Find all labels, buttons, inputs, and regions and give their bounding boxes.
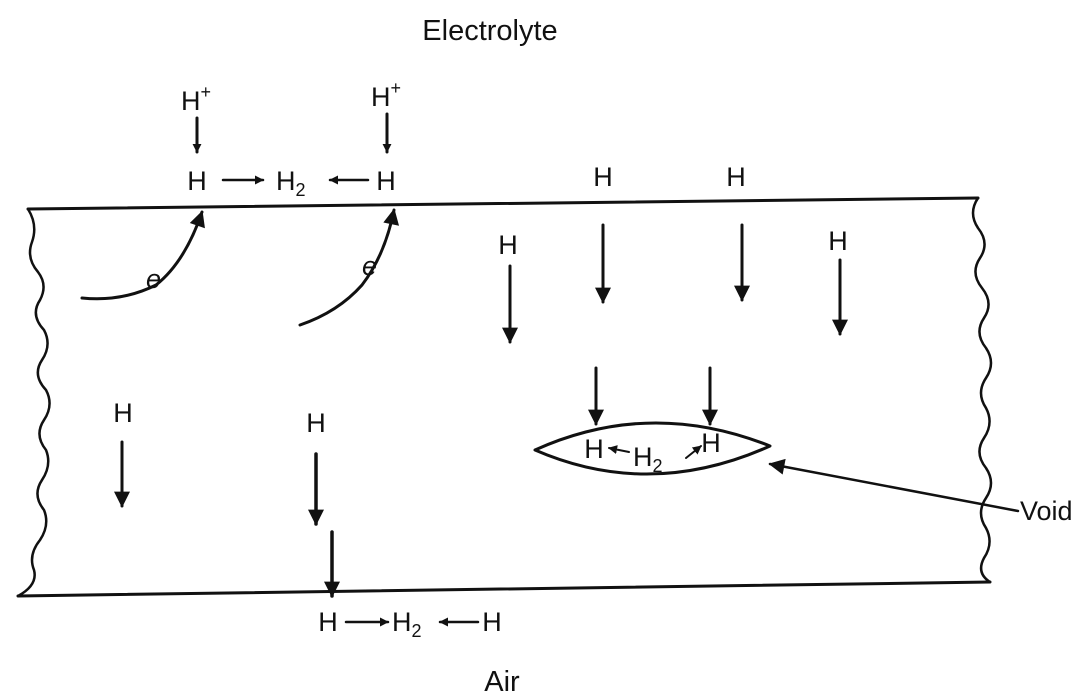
metal-membrane — [16, 196, 993, 598]
surface-recombination-bottom: H H2 H — [318, 607, 502, 641]
h-atom: H — [482, 607, 502, 637]
h-atom: H — [187, 166, 207, 196]
electron-path-right-curve — [298, 208, 400, 327]
diffusing-h-1: H — [498, 230, 518, 260]
electron-left-label: e — [146, 264, 161, 294]
void-arrow-in-left — [608, 445, 630, 455]
surface-h-2: H — [726, 162, 746, 192]
h2-molecule: H2 — [392, 607, 422, 641]
void-callout-arrow — [768, 458, 1020, 513]
surface-h-1: H — [593, 162, 613, 192]
void-arrow-in-right — [685, 445, 702, 459]
proton-right-label: H+ — [371, 78, 401, 112]
diffusing-h-2: H — [828, 226, 848, 256]
proton-left: H+ — [181, 82, 211, 154]
surface-recombination-top: H H2 H — [187, 166, 396, 200]
membrane-bottom-surface — [16, 580, 992, 598]
membrane-left-edge — [16, 207, 51, 598]
electron-right-label: e — [362, 251, 377, 281]
electron-path-left-curve — [80, 210, 205, 301]
air-label: Air — [484, 666, 520, 698]
void-h-right: H — [701, 428, 721, 458]
membrane-right-edge — [971, 196, 993, 584]
diffusing-h-3: H — [113, 398, 133, 428]
membrane-top-surface — [26, 196, 980, 211]
void: H H2 H — [533, 366, 772, 476]
h-atom: H — [318, 607, 338, 637]
diffusing-h-4: H — [306, 408, 326, 438]
proton-left-label: H+ — [181, 82, 211, 116]
electron-path-left: e — [80, 210, 205, 301]
electron-path-right: e — [298, 208, 400, 327]
void-h2: H2 — [633, 442, 663, 476]
h2-molecule: H2 — [276, 166, 306, 200]
void-h-left: H — [584, 434, 604, 464]
proton-right: H+ — [371, 78, 401, 154]
electrolyte-label: Electrolyte — [422, 15, 557, 47]
h-atom: H — [376, 166, 396, 196]
void-label: Void — [1020, 496, 1073, 526]
void-outline — [533, 421, 772, 476]
